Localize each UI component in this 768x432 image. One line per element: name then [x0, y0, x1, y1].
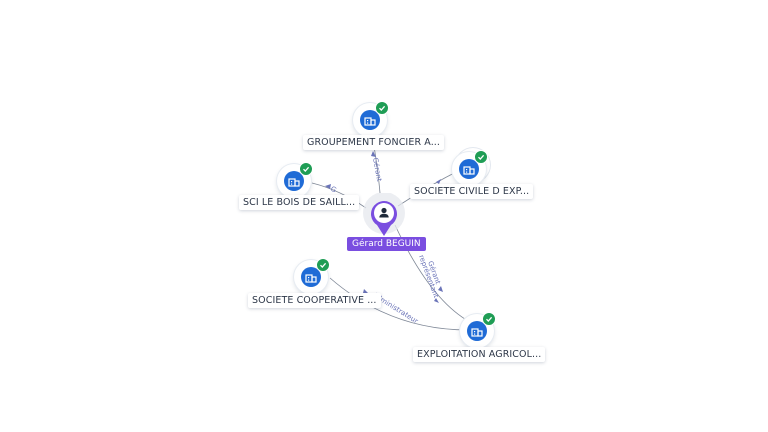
- building-icon: [459, 159, 479, 179]
- company-label-civile[interactable]: SOCIETE CIVILE D EXP...: [410, 184, 534, 199]
- verified-check-icon: [299, 162, 313, 176]
- company-label-sci[interactable]: SCI LE BOIS DE SAILL...: [239, 195, 360, 210]
- company-label-groupement[interactable]: GROUPEMENT FONCIER A...: [303, 135, 445, 150]
- edge-label-gerant-groupement: Gérant: [371, 157, 383, 182]
- company-node-exploitation[interactable]: [460, 312, 500, 354]
- building-icon: [301, 267, 321, 287]
- edge-label-sci: G: [329, 185, 338, 195]
- arrow-exploitation-2: [434, 298, 439, 303]
- company-node-groupement[interactable]: [353, 101, 393, 143]
- verified-check-icon: [316, 258, 330, 272]
- building-icon: [360, 110, 380, 130]
- verified-check-icon: [375, 101, 389, 115]
- person-name-label[interactable]: Gérard BEGUIN: [347, 237, 426, 251]
- arrow-groupement: [371, 151, 376, 157]
- arrow-exploitation-1: [438, 286, 443, 292]
- company-node-civile[interactable]: [452, 150, 492, 192]
- person-node[interactable]: [362, 192, 406, 237]
- company-node-sci[interactable]: [277, 162, 317, 204]
- verified-check-icon: [482, 312, 496, 326]
- verified-check-icon: [474, 150, 488, 164]
- arrow-cooperative: [363, 289, 368, 293]
- edge-sci: [311, 182, 367, 209]
- building-icon: [284, 171, 304, 191]
- building-icon: [467, 321, 487, 341]
- edge-cooperative: [329, 277, 469, 331]
- arrow-civile: [436, 179, 441, 184]
- person-icon: [379, 207, 389, 218]
- company-label-cooperative[interactable]: SOCIETE COOPERATIVE ...: [248, 293, 381, 308]
- company-node-cooperative[interactable]: [294, 258, 334, 300]
- arrow-sci: [325, 184, 331, 189]
- company-label-exploitation[interactable]: EXPLOITATION AGRICOL...: [413, 347, 546, 362]
